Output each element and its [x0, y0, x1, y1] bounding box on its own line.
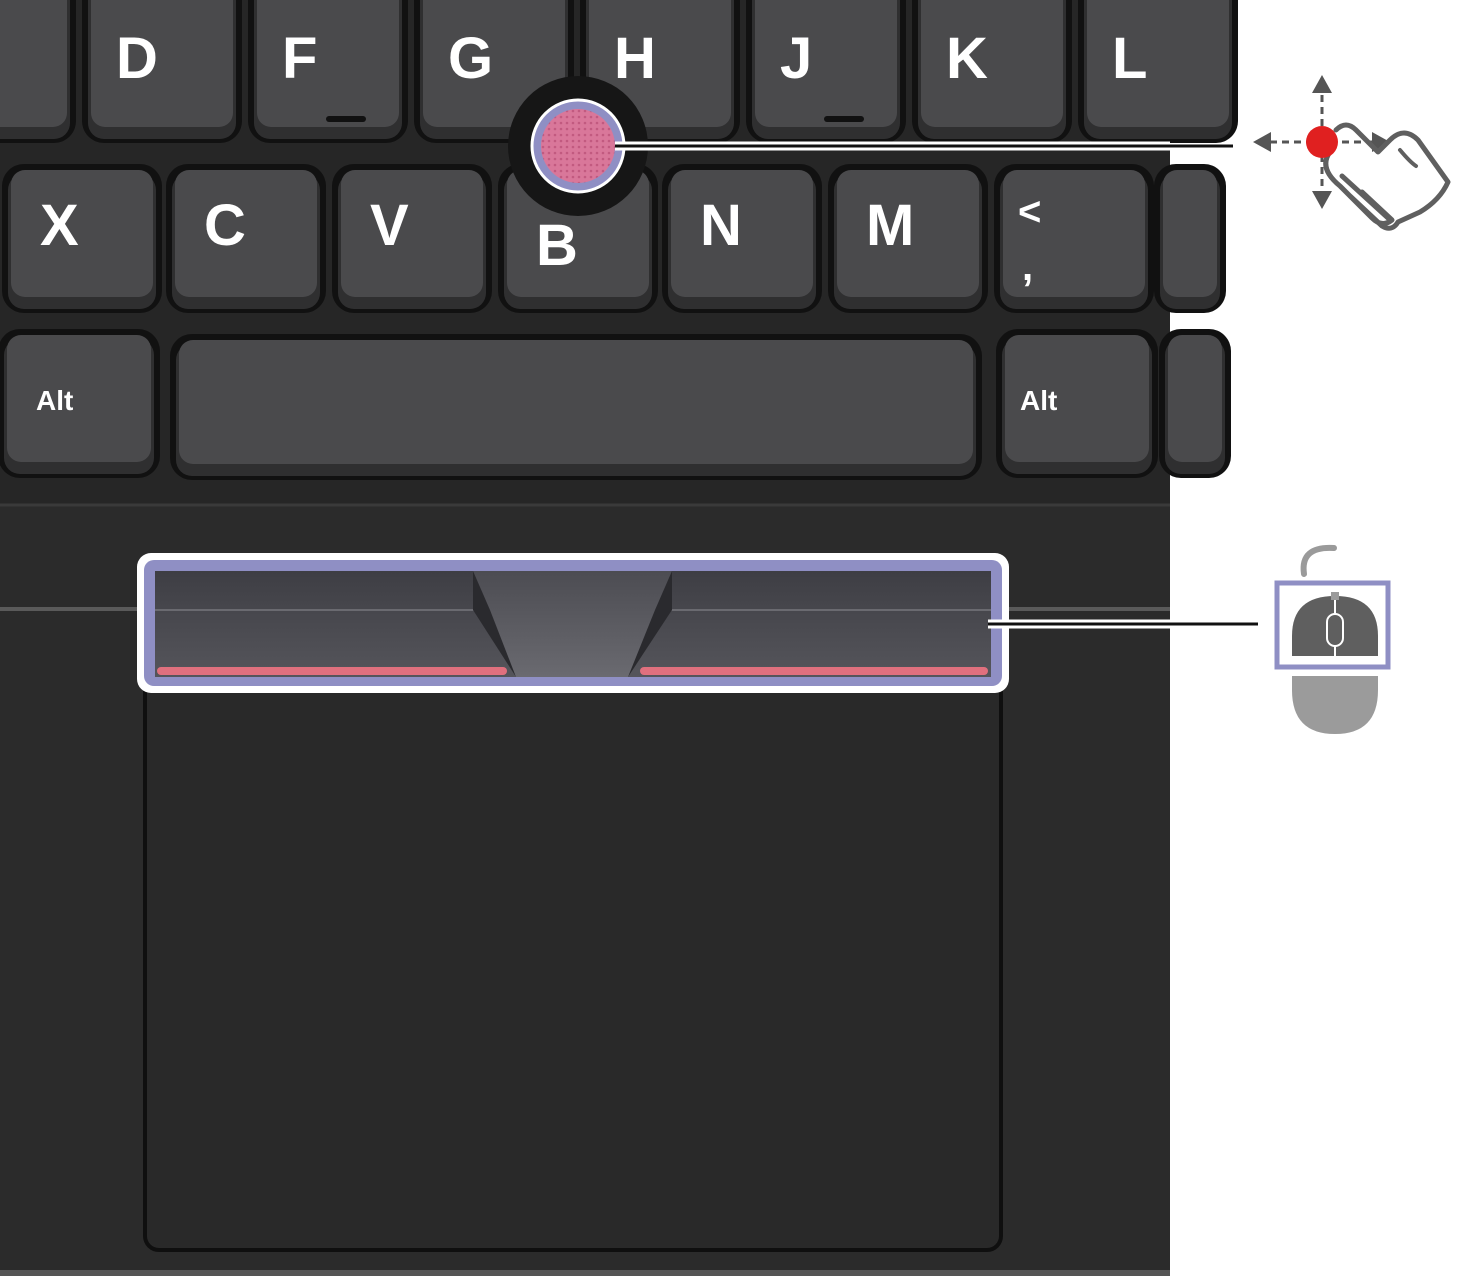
key-label-m: M [866, 193, 914, 258]
home-bump-f [326, 116, 366, 122]
mouse-buttons-icon [1274, 544, 1391, 734]
right-button-stripe[interactable] [640, 667, 988, 675]
key-x[interactable]: X [2, 164, 162, 313]
key-label-less-than: < [1018, 190, 1041, 234]
key-v[interactable]: V [332, 164, 492, 313]
key-k[interactable]: K [912, 0, 1072, 143]
key-label-k: K [946, 26, 988, 91]
key-n[interactable]: N [662, 164, 822, 313]
key-label-f: F [282, 26, 317, 91]
key-partial-right-bottom[interactable] [1159, 329, 1231, 478]
left-button-stripe[interactable] [157, 667, 507, 675]
touchpad[interactable] [143, 638, 1003, 1252]
key-c[interactable]: C [166, 164, 326, 313]
key-label-alt-right: Alt [1020, 385, 1057, 416]
key-label-j: J [780, 26, 812, 91]
trackpoint-cap[interactable] [541, 109, 615, 183]
home-bump-j [824, 116, 864, 122]
key-label-n: N [700, 193, 742, 258]
key-comma[interactable]: <, [994, 164, 1154, 313]
key-label-alt-left: Alt [36, 385, 73, 416]
key-alt-left[interactable]: Alt [0, 329, 160, 478]
key-partial-left[interactable] [0, 0, 76, 143]
key-f[interactable]: F [248, 0, 408, 143]
key-l[interactable]: L [1078, 0, 1238, 143]
key-partial-right[interactable] [1154, 164, 1226, 313]
key-label-l: L [1112, 26, 1147, 91]
key-m[interactable]: M [828, 164, 988, 313]
key-j[interactable]: J [746, 0, 906, 143]
key-label-h: H [614, 26, 656, 91]
key-alt-right[interactable]: Alt [996, 329, 1158, 478]
key-space[interactable] [170, 334, 982, 480]
bottom-edge [0, 1270, 1170, 1276]
key-label-g: G [448, 26, 493, 91]
key-label-d: D [116, 26, 158, 91]
key-label-c: C [204, 193, 246, 258]
key-label-b: B [536, 213, 578, 278]
middle-button-right-bevel [628, 571, 672, 677]
middle-button[interactable] [473, 571, 672, 677]
middle-button-left-bevel [473, 571, 516, 677]
key-label-comma: , [1022, 245, 1033, 289]
key-label-x: X [40, 193, 79, 258]
trackpoint-pointer-hand-icon [1253, 75, 1451, 231]
key-d[interactable]: D [82, 0, 242, 143]
key-label-v: V [370, 193, 409, 258]
